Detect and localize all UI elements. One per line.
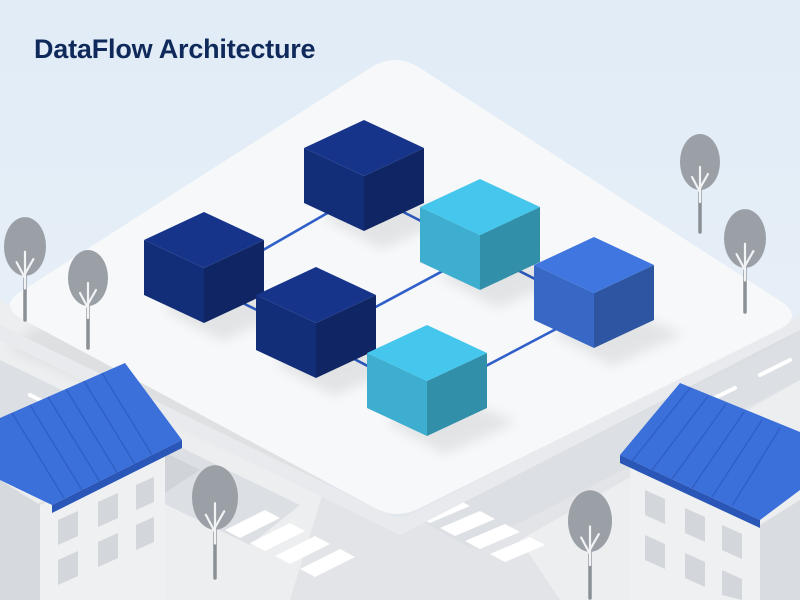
node-cyan-upper-cube[interactable]: [420, 179, 570, 308]
building-left-side: [0, 480, 40, 600]
building-left: [0, 363, 200, 600]
node-top-right-face: [364, 148, 424, 231]
building-right-roof: [620, 383, 800, 520]
nodes: [144, 120, 684, 454]
tree-2: [724, 209, 766, 314]
crosswalk-left: [225, 510, 355, 577]
trees: [4, 134, 766, 600]
node-left-right-face: [204, 240, 264, 323]
tree-1: [680, 134, 720, 234]
node-top-cube[interactable]: [304, 120, 454, 249]
tree-5: [192, 465, 238, 580]
road-lane-right: [420, 330, 800, 548]
building-left-windows: [58, 477, 154, 585]
node-cyan-lower-right-face: [427, 353, 487, 436]
building-right-roof-edge: [620, 455, 760, 528]
tree-6: [568, 490, 612, 600]
building-right-windows: [645, 490, 742, 600]
building-right-roof-ridges: [631, 387, 781, 507]
node-top-top-face: [304, 120, 424, 176]
node-center-left-face: [256, 295, 316, 378]
node-left-left-face: [144, 240, 204, 323]
node-left-cube[interactable]: [144, 212, 294, 341]
node-center-right-face: [316, 295, 376, 378]
node-blue-right-cube[interactable]: [534, 237, 684, 366]
building-left-roof: [0, 363, 182, 505]
tree-4: [68, 250, 108, 350]
platform: [0, 60, 800, 535]
node-center-top-face: [256, 267, 376, 323]
node-cyan-lower-left-face: [367, 353, 427, 436]
node-center-cube[interactable]: [256, 267, 406, 396]
node-cyan-upper-top-face: [420, 179, 540, 235]
node-cyan-lower-top-face: [367, 325, 487, 381]
node-cyan-upper-left-face: [420, 207, 480, 290]
platform-top: [10, 60, 792, 514]
building-right: [620, 383, 800, 600]
page-title: DataFlow Architecture: [34, 34, 316, 64]
node-blue-right-left-face: [534, 265, 594, 348]
node-blue-right-right-face: [594, 265, 654, 348]
building-right-side: [760, 500, 800, 600]
node-top-left-face: [304, 148, 364, 231]
building-left-roof-ridges: [11, 372, 155, 499]
node-cyan-lower-cube[interactable]: [367, 325, 517, 454]
tree-3: [4, 217, 46, 322]
node-cyan-upper-right-face: [480, 207, 540, 290]
node-left-top-face: [144, 212, 264, 268]
node-blue-right-top-face: [534, 237, 654, 293]
building-left-roof-edge: [52, 440, 182, 513]
